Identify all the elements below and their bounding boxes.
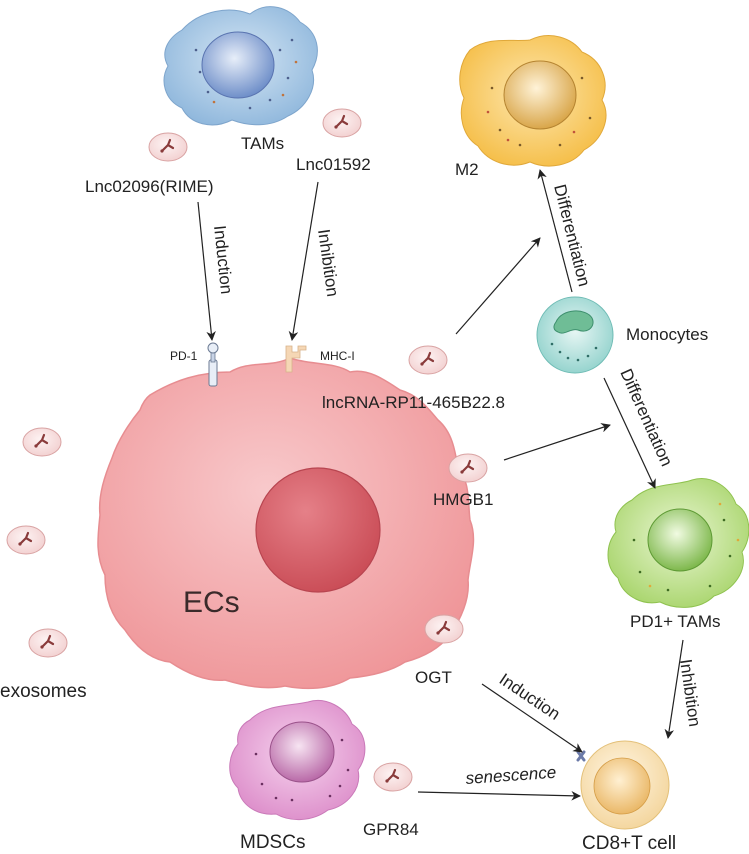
edge-induction-cd8: Induction xyxy=(481,670,583,753)
m2-label: M2 xyxy=(455,160,479,179)
m2-cell xyxy=(459,35,607,167)
pd1-tams-label: PD1+ TAMs xyxy=(630,612,721,631)
ecs-label: ECs xyxy=(183,586,240,619)
ogt-label: OGT xyxy=(415,668,452,687)
ecs-cell xyxy=(97,357,475,690)
monocyte-cell xyxy=(536,296,614,374)
cd8-label: CD8+T cell xyxy=(582,833,676,854)
exosome-icon xyxy=(322,108,362,138)
exosome-icon xyxy=(408,345,448,375)
mdscs-cell xyxy=(229,700,366,820)
lnc01592-label: Lnc01592 xyxy=(296,155,371,174)
mhc1-label: MHC-I xyxy=(320,349,355,363)
edge-diff-pd1tams: Differentiation xyxy=(503,366,676,489)
exosome-icon xyxy=(6,525,46,555)
pd1-receptor-icon xyxy=(207,342,219,387)
edge-inhibition-mhc: Inhibition xyxy=(288,181,342,341)
edge-inhibition-cd8: Inhibition xyxy=(664,639,704,739)
tams-label: TAMs xyxy=(241,134,284,153)
exosomes-label: exosomes xyxy=(0,681,87,702)
mdscs-label: MDSCs xyxy=(240,832,305,853)
svg-text:Inhibition: Inhibition xyxy=(314,228,342,298)
svg-text:Differentiation: Differentiation xyxy=(616,366,676,469)
tams-cell xyxy=(163,6,318,126)
exosome-icon xyxy=(373,762,413,792)
monocytes-label: Monocytes xyxy=(626,325,708,344)
pd1-label: PD-1 xyxy=(170,349,198,363)
exosome-icon xyxy=(424,614,464,644)
pd1-tams-cell xyxy=(607,478,749,608)
exosome-icon xyxy=(448,453,488,483)
exosome-icon xyxy=(148,132,188,162)
cd8-cell xyxy=(576,740,670,830)
ecs-nucleus xyxy=(255,467,381,593)
edge-induction-pd1: Induction xyxy=(197,201,236,341)
lncrna-rp11-label: lncRNA-RP11-465B22.8 xyxy=(322,393,505,412)
hmgb1-label: HMGB1 xyxy=(433,490,493,509)
svg-text:Inhibition: Inhibition xyxy=(676,658,704,728)
exosome-icon xyxy=(22,427,62,457)
tcr-receptor-icon xyxy=(576,750,586,762)
svg-text:senescence: senescence xyxy=(465,763,557,788)
lnc02096-label: Lnc02096(RIME) xyxy=(85,177,214,196)
gpr84-label: GPR84 xyxy=(363,820,419,839)
edge-senescence: senescence xyxy=(417,763,581,801)
svg-text:Induction: Induction xyxy=(210,224,236,295)
mhc1-receptor-icon xyxy=(285,345,307,373)
exosome-icon xyxy=(28,628,68,658)
